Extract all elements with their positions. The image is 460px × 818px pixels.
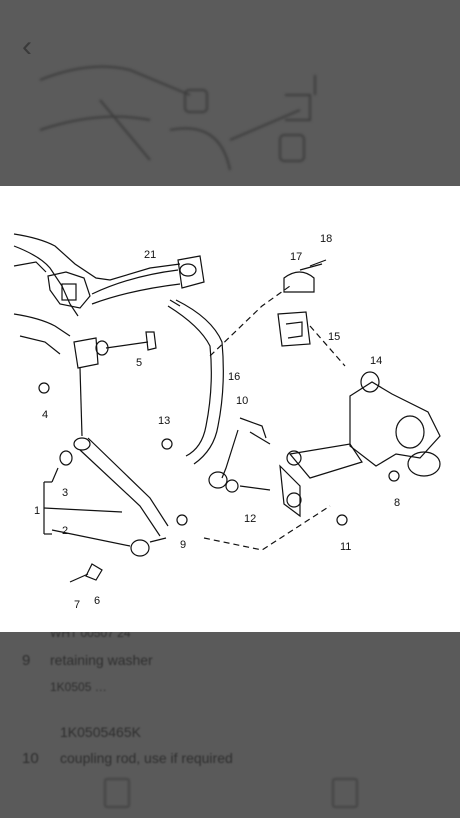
back-button[interactable]: ‹	[22, 32, 52, 62]
callout-3: 3	[62, 487, 68, 499]
callout-5: 5	[136, 357, 142, 369]
chevron-left-icon: ‹	[22, 30, 32, 63]
parts-item-10-number: 10	[22, 750, 39, 767]
callout-1: 1	[34, 505, 40, 517]
dimmed-background-top: ‹	[0, 0, 460, 186]
parts-item-9-name: retaining washer	[50, 652, 153, 668]
callout-8: 8	[394, 497, 400, 509]
callout-18: 18	[320, 233, 332, 245]
callout-17: 17	[290, 251, 302, 263]
callout-9: 9	[180, 539, 186, 551]
parts-row-a-text: WHT 00507 24	[50, 632, 131, 640]
callout-12: 12	[244, 513, 256, 525]
parts-item-10-name: coupling rod, use if required	[60, 750, 233, 766]
dimmed-background-bottom: WHT 00507 24 9 retaining washer 1K0505 ……	[0, 632, 460, 818]
parts-item-9-partno: 1K0505 …	[50, 680, 107, 694]
callout-10: 10	[236, 395, 248, 407]
callout-7: 7	[74, 599, 80, 611]
callout-14: 14	[370, 355, 382, 367]
blurred-diagram-preview	[39, 65, 316, 171]
callout-2: 2	[62, 525, 68, 537]
page-prev-icon[interactable]	[104, 778, 130, 808]
callout-6: 6	[94, 595, 100, 607]
diagram-viewer[interactable]: 21 18 17 15 14 16 5 4 13 10 3 1 2 9 12 1…	[0, 186, 460, 632]
callout-11: 11	[340, 541, 351, 553]
callout-21: 21	[144, 249, 156, 261]
parts-item-9-number: 9	[22, 652, 31, 669]
parts-item-10-partno: 1K0505465K	[60, 724, 141, 740]
callout-15: 15	[328, 331, 340, 343]
callout-4: 4	[42, 409, 48, 421]
callout-13: 13	[158, 415, 170, 427]
suspension-diagram: 21 18 17 15 14 16 5 4 13 10 3 1 2 9 12 1…	[13, 233, 441, 611]
callout-16: 16	[228, 371, 240, 383]
page-next-icon[interactable]	[332, 778, 358, 808]
